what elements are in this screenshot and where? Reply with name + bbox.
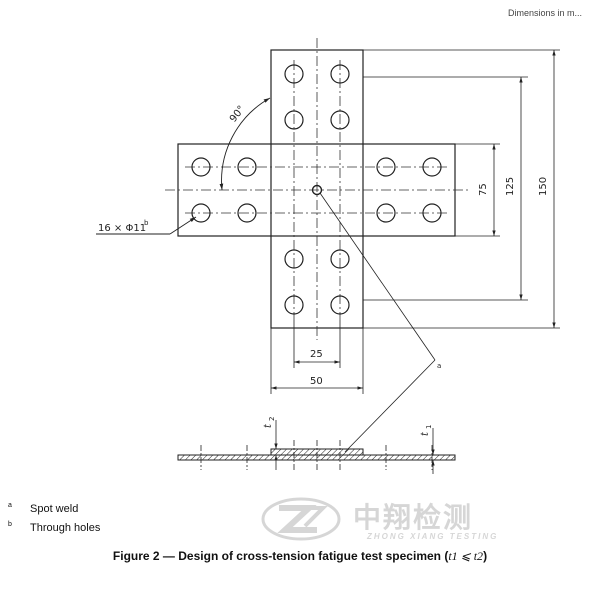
footnotes: a Spot weld b Through holes (8, 500, 100, 538)
footnote-a: a Spot weld (8, 500, 100, 519)
caption-prefix: Figure 2 — Design of cross-tension fatig… (112, 549, 449, 563)
cross-specimen (177, 49, 456, 329)
holes-label-sup: b (144, 219, 149, 227)
angle-label: 90° (228, 104, 248, 125)
through-hole (422, 203, 442, 223)
through-hole (330, 64, 350, 84)
center-lines (165, 38, 470, 340)
through-hole (191, 157, 211, 177)
watermark-cn: 中翔检测 (353, 501, 474, 534)
dim-50: 50 (310, 376, 323, 387)
caption-math: t1 ⩽ t2 (448, 549, 484, 563)
holes-callout: 16 × Φ11 b (96, 216, 197, 235)
holes-label: 16 × Φ11 (98, 223, 146, 234)
spot-weld (311, 184, 323, 196)
weld-leader (319, 192, 436, 453)
through-hole (330, 249, 350, 269)
through-hole (284, 295, 304, 315)
through-hole (284, 110, 304, 130)
t1-label: t (420, 431, 431, 436)
dim-25: 25 (310, 349, 323, 360)
vertical-dimensions (363, 49, 560, 329)
side-view (177, 420, 456, 474)
figure-caption: Figure 2 — Design of cross-tension fatig… (0, 549, 600, 564)
units-header: Dimensions in m... (508, 8, 583, 18)
through-hole (376, 203, 396, 223)
through-hole (422, 157, 442, 177)
watermark-logo-icon (261, 497, 341, 541)
horizontal-dimensions (270, 320, 364, 394)
dim-150: 150 (538, 177, 549, 196)
through-hole (330, 295, 350, 315)
weld-marker: a (437, 362, 441, 370)
through-hole (237, 203, 257, 223)
through-hole (284, 249, 304, 269)
footnote-text: Spot weld (30, 503, 79, 515)
watermark-en: ZHONG XIANG TESTING (367, 532, 499, 541)
footnote-text: Through holes (30, 522, 101, 534)
through-hole (330, 110, 350, 130)
t1-sub: 1 (425, 425, 433, 429)
footnote-b: b Through holes (8, 519, 100, 538)
through-hole (191, 203, 211, 223)
dim-75: 75 (478, 183, 489, 196)
through-hole (376, 157, 396, 177)
watermark: 中翔检测 ZHONG XIANG TESTING (255, 492, 555, 548)
through-hole (284, 64, 304, 84)
caption-suffix: ) (483, 549, 488, 563)
dim-125: 125 (505, 177, 516, 196)
t2-label: t (263, 423, 274, 428)
footnote-key: a (8, 502, 12, 509)
t2-sub: 2 (268, 417, 276, 421)
footnote-key: b (8, 521, 12, 528)
